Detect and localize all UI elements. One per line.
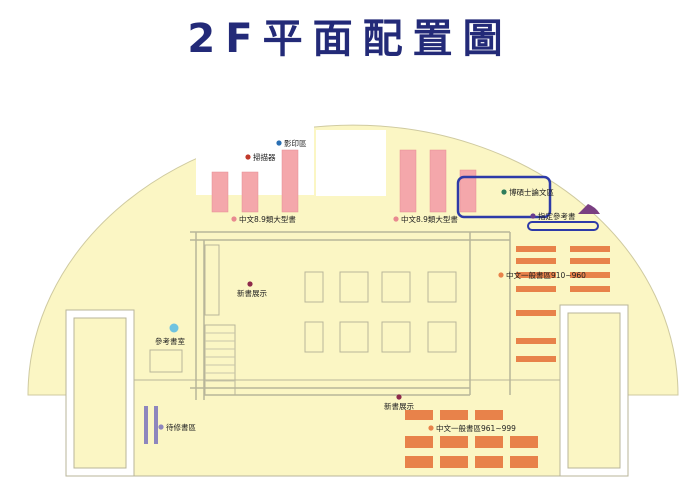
orange-shelves-bottom	[405, 410, 538, 468]
elevator	[204, 244, 220, 316]
marker-new-books-top	[247, 281, 253, 287]
location-markers	[158, 140, 536, 431]
label-reference-room: 參考書室	[155, 336, 185, 346]
walls	[190, 231, 511, 400]
label-chinese-89-left: 中文8.9類大型書	[239, 214, 296, 224]
map-title: 2F平面配置圖	[187, 16, 513, 62]
reference-desk	[149, 349, 183, 373]
marker-new-books-bottom	[396, 394, 402, 400]
marker-special-reference	[530, 213, 536, 219]
label-copy-area: 影印區	[284, 138, 307, 148]
label-thesis: 博碩士論文區	[509, 187, 554, 197]
stairs	[204, 324, 236, 396]
marker-repair-area	[158, 424, 164, 430]
right-annex-inner	[567, 312, 621, 469]
left-annex-inner	[73, 317, 127, 469]
orange-shelves-right	[516, 246, 610, 362]
marker-reference-room	[169, 323, 179, 333]
marker-general-961-999	[428, 425, 434, 431]
label-new-books-bottom: 新書展示	[384, 401, 414, 411]
floor-area	[27, 124, 679, 396]
labels: 影印區 掃描器 中文8.9類大型書 中文8.9類大型書 博碩士論文區 指定參考書…	[155, 138, 586, 433]
label-scanner: 掃描器	[253, 152, 276, 162]
label-new-books-top: 新書展示	[237, 288, 267, 298]
marker-copy-area	[276, 140, 282, 146]
thesis-highlight	[456, 175, 552, 219]
label-special-reference: 指定參考書	[538, 211, 576, 221]
repair-shelves	[144, 406, 158, 444]
marker-general-910-960	[498, 272, 504, 278]
label-general-910-960: 中文一般書區910~960	[506, 270, 586, 280]
special-reference-shelf	[578, 204, 600, 214]
notch-mid	[316, 130, 386, 196]
marker-chinese-89-oversize-right	[393, 216, 399, 222]
reading-tables	[304, 271, 457, 353]
stair-steps	[205, 332, 235, 382]
marker-thesis	[501, 189, 507, 195]
label-chinese-89-right: 中文8.9類大型書	[401, 214, 458, 224]
special-reference-highlight	[527, 221, 599, 231]
label-repair-area: 待修書區	[166, 422, 196, 432]
marker-chinese-89-oversize-left	[231, 216, 237, 222]
label-general-961-999: 中文一般書區961~999	[436, 423, 516, 433]
marker-scanner	[245, 154, 251, 160]
pink-shelves	[211, 149, 477, 213]
